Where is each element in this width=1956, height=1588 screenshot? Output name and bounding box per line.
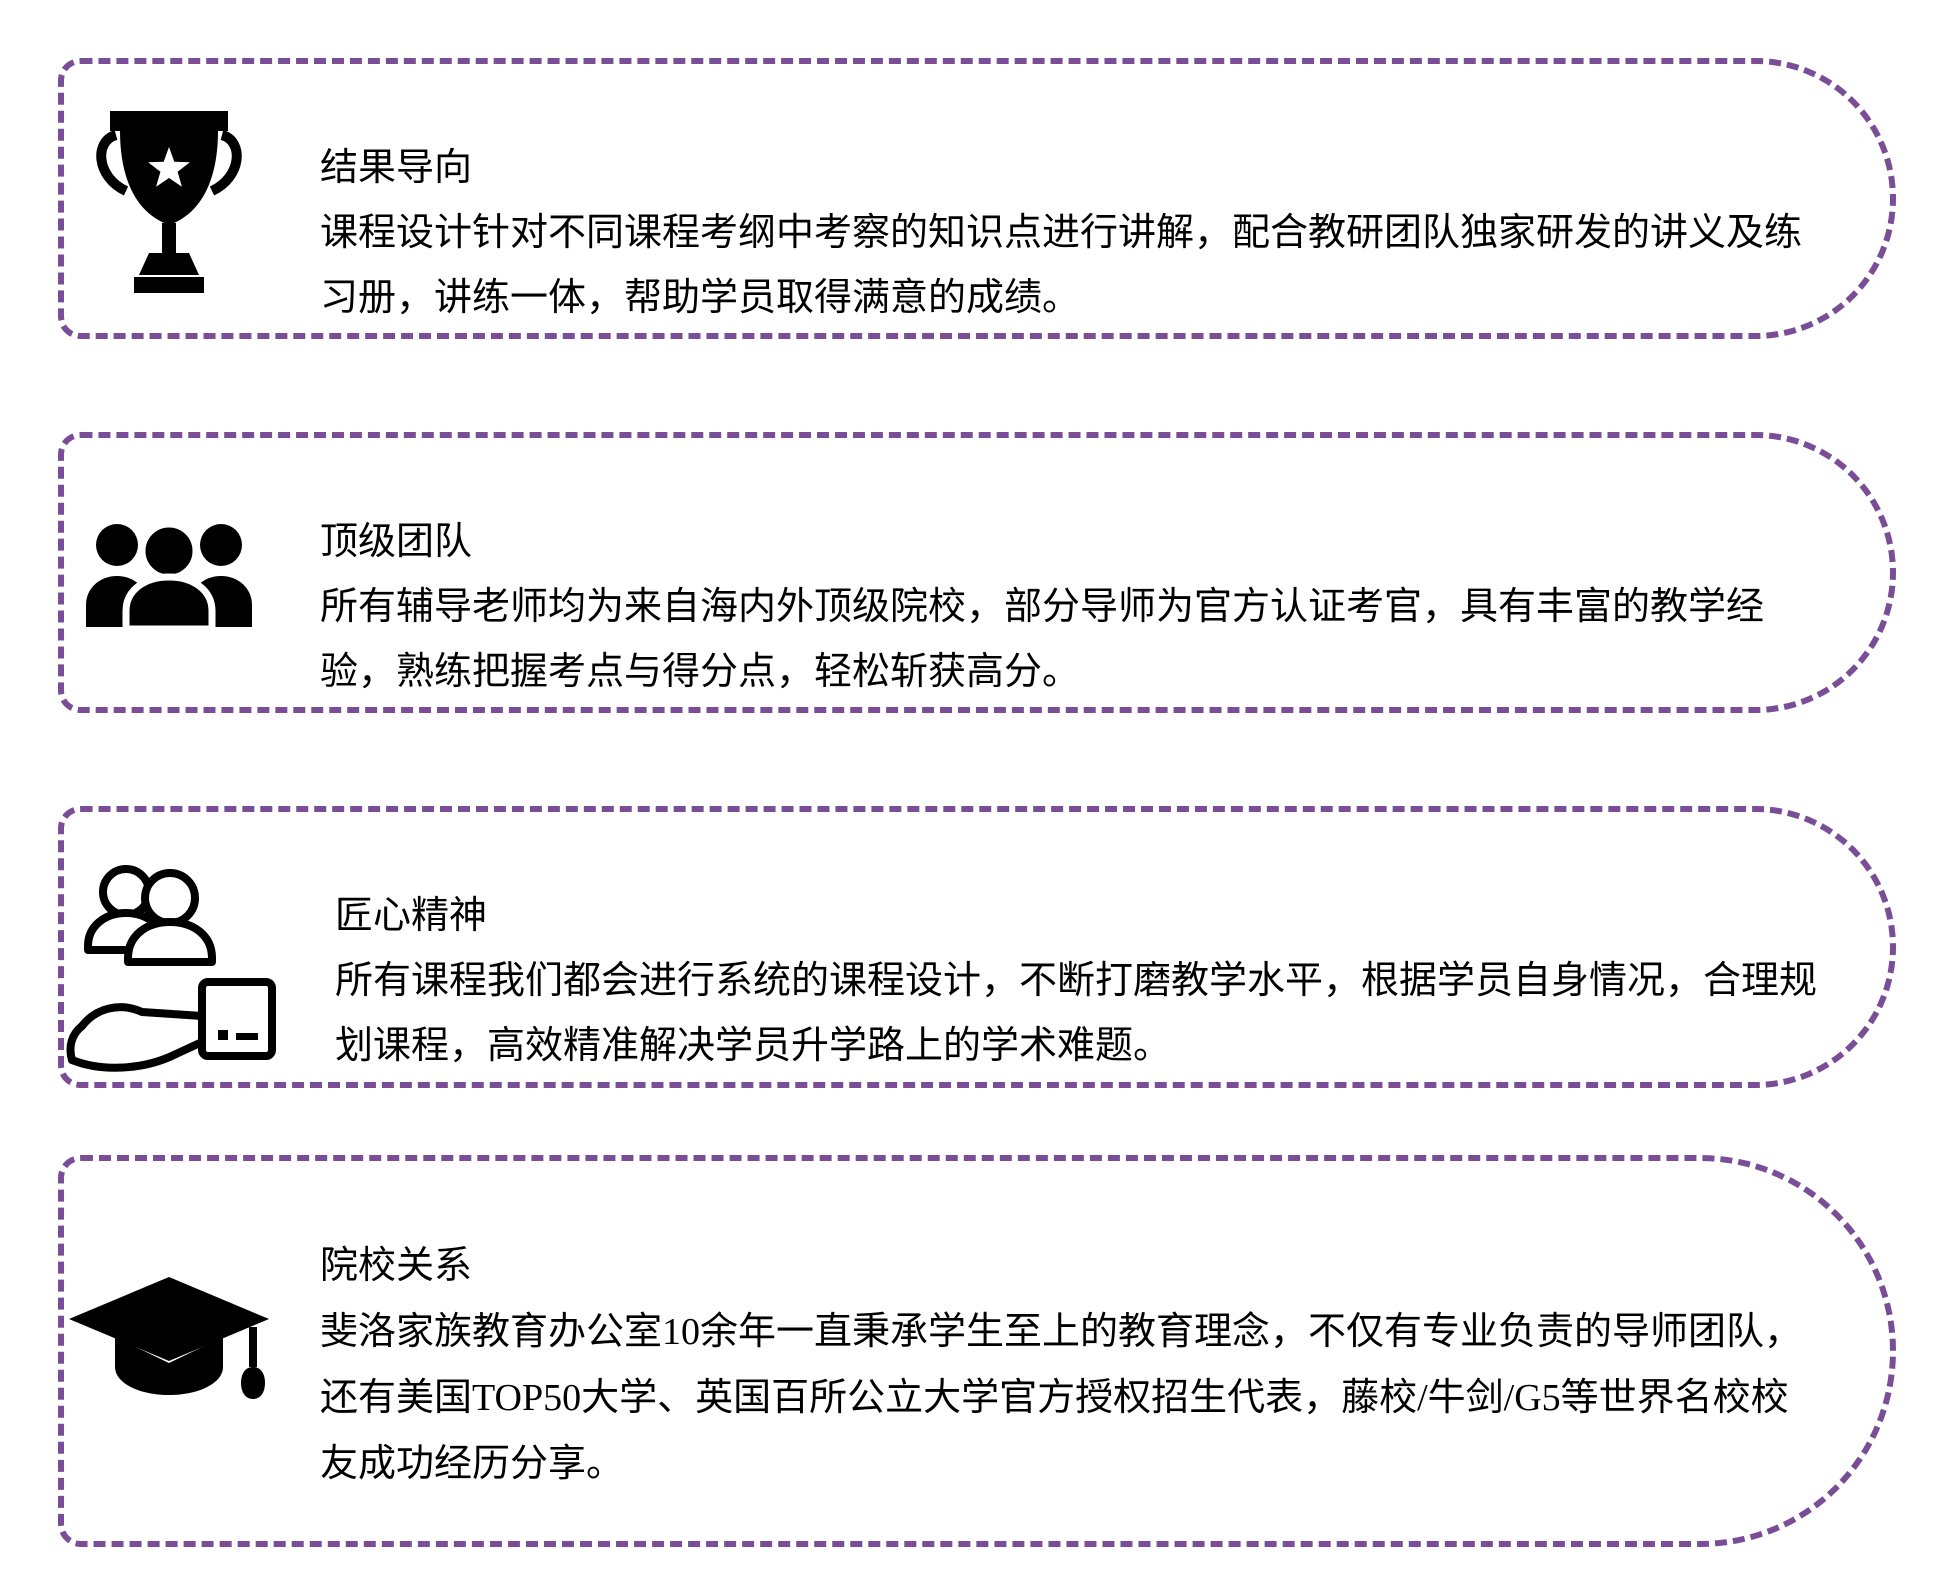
trophy-icon [64, 64, 274, 333]
feature-text-line: 所有课程我们都会进行系统的课程设计，不断打磨教学水平，根据学员自身情况，合理规 [335, 960, 1818, 1002]
graduation-cap-icon [64, 1161, 274, 1541]
feature-title: 院校关系 [320, 1245, 473, 1287]
feature-text-line: 验，熟练把握考点与得分点，轻松斩获高分。 [320, 651, 1081, 693]
feature-card-team: 顶级团队 所有辅导老师均为来自海内外顶级院校，部分导师为官方认证考官，具有丰富的… [58, 432, 1896, 713]
team-icon [64, 438, 274, 707]
feature-title: 顶级团队 [320, 521, 473, 563]
feature-title: 匠心精神 [335, 895, 488, 937]
feature-title: 结果导向 [320, 147, 473, 189]
feature-text-line: 所有辅导老师均为来自海内外顶级院校，部分导师为官方认证考官，具有丰富的教学经 [320, 586, 1765, 628]
feature-card-craftsmanship: 匠心精神 所有课程我们都会进行系统的课程设计，不断打磨教学水平，根据学员自身情况… [58, 806, 1896, 1088]
feature-text-line: 友成功经历分享。 [320, 1443, 625, 1485]
feature-text-line: 习册，讲练一体，帮助学员取得满意的成绩。 [320, 277, 1081, 319]
feature-card-schools: 院校关系 斐洛家族教育办公室10余年一直秉承学生至上的教育理念，不仅有专业负责的… [58, 1155, 1896, 1547]
feature-text-line: 划课程，高效精准解决学员升学路上的学术难题。 [335, 1025, 1172, 1067]
feature-card-results: 结果导向 课程设计针对不同课程考纲中考察的知识点进行讲解，配合教研团队独家研发的… [58, 58, 1896, 339]
feature-text-line: 课程设计针对不同课程考纲中考察的知识点进行讲解，配合教研团队独家研发的讲义及练 [320, 212, 1803, 254]
feature-text-line: 还有美国TOP50大学、英国百所公立大学官方授权招生代表，藤校/牛剑/G5等世界… [320, 1377, 1789, 1419]
feature-text-line: 斐洛家族教育办公室10余年一直秉承学生至上的教育理念，不仅有专业负责的导师团队， [320, 1311, 1803, 1353]
craftsmanship-care-icon [64, 812, 289, 1082]
